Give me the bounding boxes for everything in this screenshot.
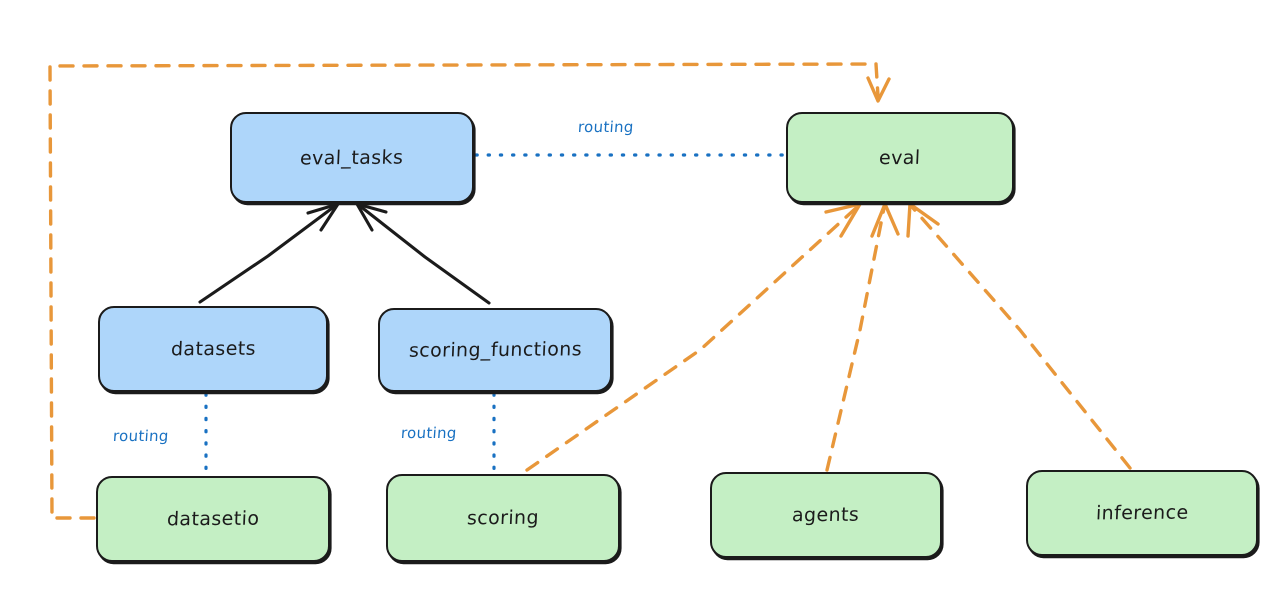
edge-agents-eval [825,202,900,472]
node-label: eval [878,146,922,169]
node-label: eval_tasks [299,146,405,169]
edge-label-routing-scoring: routing [400,424,458,442]
edge-scoring-functions-eval_tasks [355,202,491,305]
node-scoring-functions[interactable]: scoring_functions [378,308,612,392]
node-label: scoring [466,506,540,530]
node-label: datasetio [166,507,260,531]
node-label: inference [1095,501,1189,525]
node-label: agents [791,503,861,527]
edge-datasets-eval_tasks [198,202,340,304]
node-scoring[interactable]: scoring [386,474,620,562]
edge-inference-eval [906,202,1132,470]
edge-scoring-eval [525,202,862,472]
node-inference[interactable]: inference [1026,470,1258,556]
edge-label-routing-datasetio: routing [112,427,170,445]
node-eval[interactable]: eval [786,112,1014,203]
node-agents[interactable]: agents [710,472,942,558]
edge-label-routing-eval: routing [577,118,635,136]
node-datasets[interactable]: datasets [98,306,328,392]
node-label: scoring_functions [407,338,583,362]
node-label: datasets [170,337,256,361]
node-eval-tasks[interactable]: eval_tasks [230,112,474,203]
node-datasetio[interactable]: datasetio [96,476,330,562]
edge-datasetio-eval [48,62,891,520]
